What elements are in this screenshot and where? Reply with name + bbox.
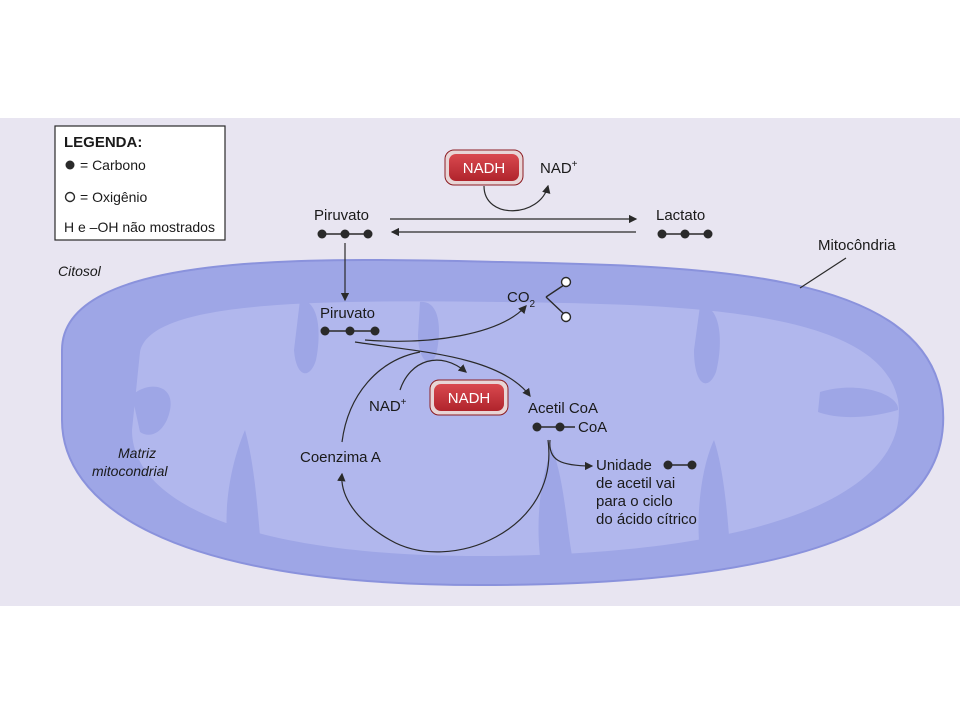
nadh-label-matrix: NADH xyxy=(448,390,491,407)
nad-plus-cytosol: NAD+ xyxy=(540,159,578,177)
legend-note: H e –OH não mostrados xyxy=(64,219,215,235)
co2-release-arrow xyxy=(364,305,527,342)
lactate-label: Lactato xyxy=(656,207,705,224)
co2-label: CO2 xyxy=(507,289,536,310)
nad-to-nadh-arrow xyxy=(399,359,467,391)
acetyl-unit-arrow xyxy=(549,439,594,471)
acetyl-unit-line4: do ácido cítrico xyxy=(596,511,697,528)
matrix-label-line1: Matriz xyxy=(118,445,156,461)
legend: LEGENDA: = Carbono = Oxigênio H e –OH nã… xyxy=(54,125,226,241)
mitochondrion-pointer xyxy=(799,257,847,289)
acetyl-coa-suffix: CoA xyxy=(578,419,607,436)
legend-oxygen-symbol xyxy=(64,191,76,203)
legend-carbon-symbol xyxy=(65,160,75,170)
acetyl-unit-line1: Unidade xyxy=(596,457,652,474)
acetyl-coa-label: Acetil CoA xyxy=(528,400,598,417)
nadh-badge-matrix: NADH xyxy=(429,379,509,416)
cytosol-label: Citosol xyxy=(58,263,102,279)
nadh-oxidation-arrow xyxy=(483,184,551,212)
nadh-badge-cytosol: NADH xyxy=(444,149,524,186)
nad-plus-matrix: NAD+ xyxy=(369,397,407,415)
pyruvate-molecule-cytosol xyxy=(317,229,373,239)
lactate-molecule xyxy=(657,229,713,239)
coenzyme-a-to-reaction-arrow xyxy=(341,351,421,443)
mitochondrion-label: Mitocôndria xyxy=(818,237,896,254)
coa-recycle-arrow xyxy=(337,439,550,553)
acetyl-coa-molecule xyxy=(532,422,575,432)
matrix-label-line2: mitocondrial xyxy=(92,463,168,479)
nadh-label-cytosol: NADH xyxy=(463,160,506,177)
pyruvate-to-acetylcoa-arrow xyxy=(354,341,531,398)
co2-molecule xyxy=(545,276,572,323)
pyruvate-label-cytosol: Piruvato xyxy=(314,207,369,224)
acetyl-unit-molecule xyxy=(663,460,697,470)
pyruvate-label-matrix: Piruvato xyxy=(320,305,375,322)
acetyl-unit-line3: para o ciclo xyxy=(596,493,673,510)
legend-carbon-label: = Carbono xyxy=(80,157,146,173)
legend-box xyxy=(54,125,226,241)
coenzyme-a-label: Coenzima A xyxy=(300,449,381,466)
legend-title: LEGENDA: xyxy=(64,134,142,151)
pyruvate-molecule-matrix xyxy=(320,326,380,336)
acetyl-unit-line2: de acetil vai xyxy=(596,475,675,492)
legend-oxygen-label: = Oxigênio xyxy=(80,189,148,205)
